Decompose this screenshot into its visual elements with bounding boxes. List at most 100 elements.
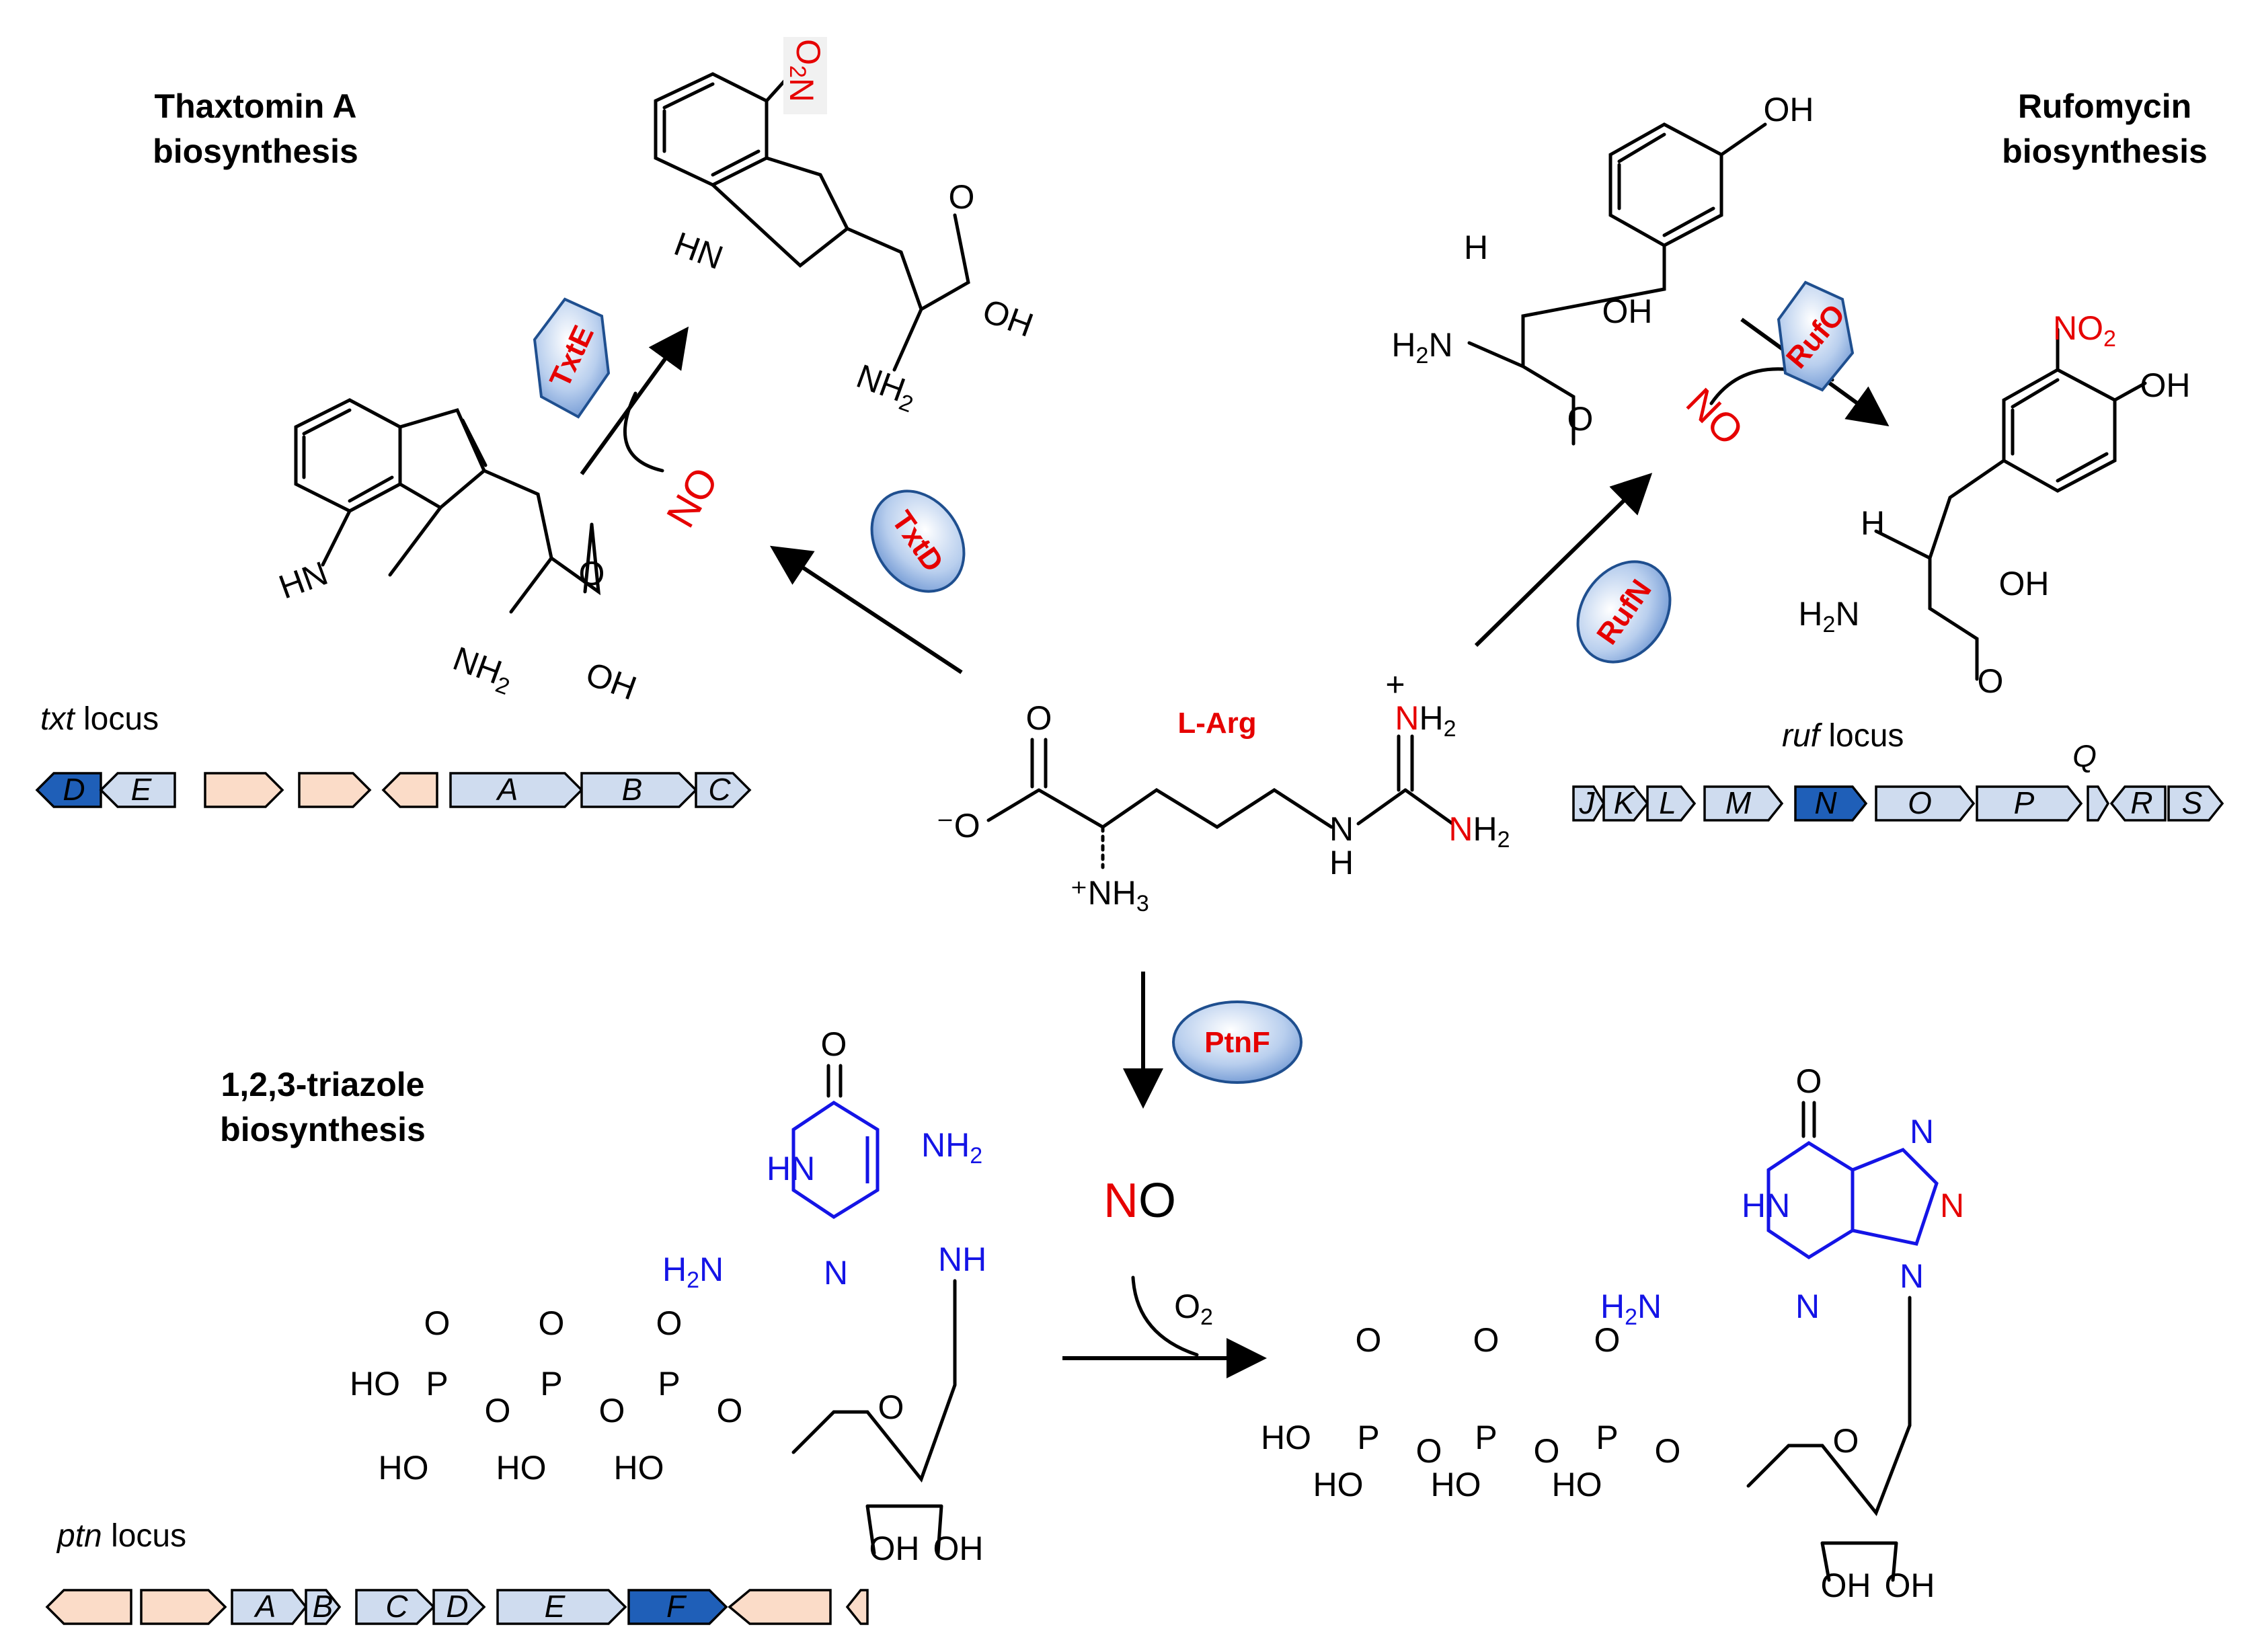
svg-text:F: F xyxy=(666,1589,687,1624)
svg-text:N: N xyxy=(1900,1257,1924,1295)
ptn-gene-f xyxy=(627,1589,728,1625)
svg-text:NH2: NH2 xyxy=(850,357,922,418)
svg-text:C: C xyxy=(708,772,731,807)
thaxtomin-title-line2: biosynthesis xyxy=(153,132,358,170)
svg-text:O: O xyxy=(424,1304,451,1342)
svg-text:O: O xyxy=(1356,1321,1382,1359)
svg-text:HO: HO xyxy=(614,1449,664,1487)
svg-text:O: O xyxy=(539,1304,565,1342)
txt-gene-c xyxy=(695,772,752,808)
svg-text:O: O xyxy=(1567,400,1594,438)
ptn-gene-peach-1 xyxy=(45,1589,132,1625)
svg-text:OH: OH xyxy=(869,1530,920,1567)
txt-locus-label: txt locus xyxy=(40,701,159,737)
enzyme-ptnf: PtnF xyxy=(1172,1000,1302,1084)
rufomycin-title-line1: Rufomycin xyxy=(2018,87,2191,125)
svg-text:HO: HO xyxy=(1431,1466,1481,1503)
svg-text:N: N xyxy=(1814,785,1837,820)
svg-text:H2N: H2N xyxy=(1600,1288,1662,1330)
svg-text:OH: OH xyxy=(1602,292,1653,330)
svg-text:H: H xyxy=(1861,504,1885,542)
l-arg-plus: + xyxy=(1385,666,1405,703)
svg-text:O: O xyxy=(485,1392,511,1429)
ptn-gene-c xyxy=(355,1589,436,1625)
svg-text:HN: HN xyxy=(669,225,728,276)
svg-text:O: O xyxy=(1978,662,2004,700)
svg-text:O: O xyxy=(1594,1321,1621,1359)
svg-text:N: N xyxy=(1910,1113,1934,1150)
svg-text:P: P xyxy=(1357,1419,1379,1456)
svg-text:O: O xyxy=(717,1392,743,1429)
svg-text:E: E xyxy=(545,1589,566,1624)
ptn-gene-e xyxy=(496,1589,627,1625)
svg-text:O: O xyxy=(1473,1321,1500,1359)
svg-text:OH: OH xyxy=(1999,565,2050,602)
o2-label: O2 xyxy=(1174,1288,1213,1330)
ptn-gene-peach-2 xyxy=(140,1589,227,1625)
curve-txte xyxy=(623,391,664,473)
ptn-locus: ptn locus A B C D E F xyxy=(45,1518,869,1625)
nitro-tryptophan-structure: O2N HN O OH NH2 xyxy=(654,37,1038,418)
svg-text:O: O xyxy=(949,178,975,216)
enzyme-rufo: RufO xyxy=(1777,280,1855,392)
svg-text:HO: HO xyxy=(1313,1466,1364,1503)
svg-text:Q: Q xyxy=(2072,738,2097,773)
ruf-gene-p xyxy=(1976,785,2083,822)
svg-text:O: O xyxy=(599,1392,625,1429)
svg-text:P: P xyxy=(2014,785,2035,820)
pyrimidine-triphosphate-structure: O HN NH2 H2N N NH O OH OH HO P O P O P O… xyxy=(350,1025,986,1567)
svg-text:HO: HO xyxy=(379,1449,429,1487)
txt-gene-peach-1 xyxy=(204,772,284,808)
svg-text:OH: OH xyxy=(2140,366,2191,404)
svg-text:OH: OH xyxy=(1885,1567,1935,1604)
svg-text:P: P xyxy=(658,1365,680,1403)
arrow-to-tyr xyxy=(1474,473,1653,647)
svg-text:P: P xyxy=(540,1365,562,1403)
svg-text:H2N: H2N xyxy=(1391,326,1452,368)
ptn-gene-d xyxy=(432,1589,486,1625)
ruf-gene-n xyxy=(1794,785,1868,822)
no-ptn: NO xyxy=(1103,1174,1176,1228)
txt-locus: txt locus D E A B C xyxy=(35,701,752,808)
svg-text:H: H xyxy=(1464,229,1488,266)
svg-text:O: O xyxy=(656,1304,683,1342)
svg-text:B: B xyxy=(622,772,643,807)
svg-text:N: N xyxy=(824,1254,848,1292)
rufomycin-title-line2: biosynthesis xyxy=(2002,132,2208,170)
svg-text:PtnF: PtnF xyxy=(1204,1026,1270,1059)
ptn-gene-peach-3 xyxy=(728,1589,832,1625)
svg-text:HN: HN xyxy=(1742,1187,1790,1224)
svg-text:OH: OH xyxy=(978,292,1038,344)
svg-text:R: R xyxy=(2130,785,2152,820)
svg-text:N: N xyxy=(1940,1187,1964,1224)
svg-text:O: O xyxy=(821,1025,847,1063)
ptn-locus-label: ptn locus xyxy=(56,1518,186,1554)
svg-text:HO: HO xyxy=(1261,1419,1311,1456)
l-arg-nh2-right: NH2 xyxy=(1448,810,1510,853)
triazole-title-line2: biosynthesis xyxy=(220,1111,426,1148)
svg-text:H2N: H2N xyxy=(1798,595,1859,637)
trp-nh2: NH2 xyxy=(446,639,518,700)
svg-text:E: E xyxy=(131,772,153,807)
ruf-gene-l xyxy=(1646,785,1697,822)
no-txt: NO xyxy=(658,460,727,535)
enzyme-txtd: TxtD xyxy=(870,489,966,593)
txt-gene-peach-3 xyxy=(381,772,438,808)
l-arg-nh3: ⁺NH3 xyxy=(1070,874,1149,916)
svg-text:O: O xyxy=(1908,785,1932,820)
l-arg-nh2-top: NH2 xyxy=(1395,699,1456,742)
svg-text:P: P xyxy=(1596,1419,1618,1456)
svg-text:A: A xyxy=(254,1589,276,1624)
svg-text:NH2: NH2 xyxy=(921,1126,982,1169)
ruf-gene-k xyxy=(1602,785,1649,822)
svg-text:J: J xyxy=(1579,785,1596,820)
svg-text:N: N xyxy=(1795,1288,1820,1325)
txt-gene-a xyxy=(449,772,584,808)
ruf-gene-s xyxy=(2167,785,2224,822)
tryptophan-structure: HN O OH NH2 xyxy=(274,398,641,707)
ruf-gene-o xyxy=(1875,785,1976,822)
ruf-gene-j xyxy=(1572,785,1606,822)
ruf-gene-r xyxy=(2109,785,2167,822)
ptn-gene-peach-4 xyxy=(845,1589,869,1625)
